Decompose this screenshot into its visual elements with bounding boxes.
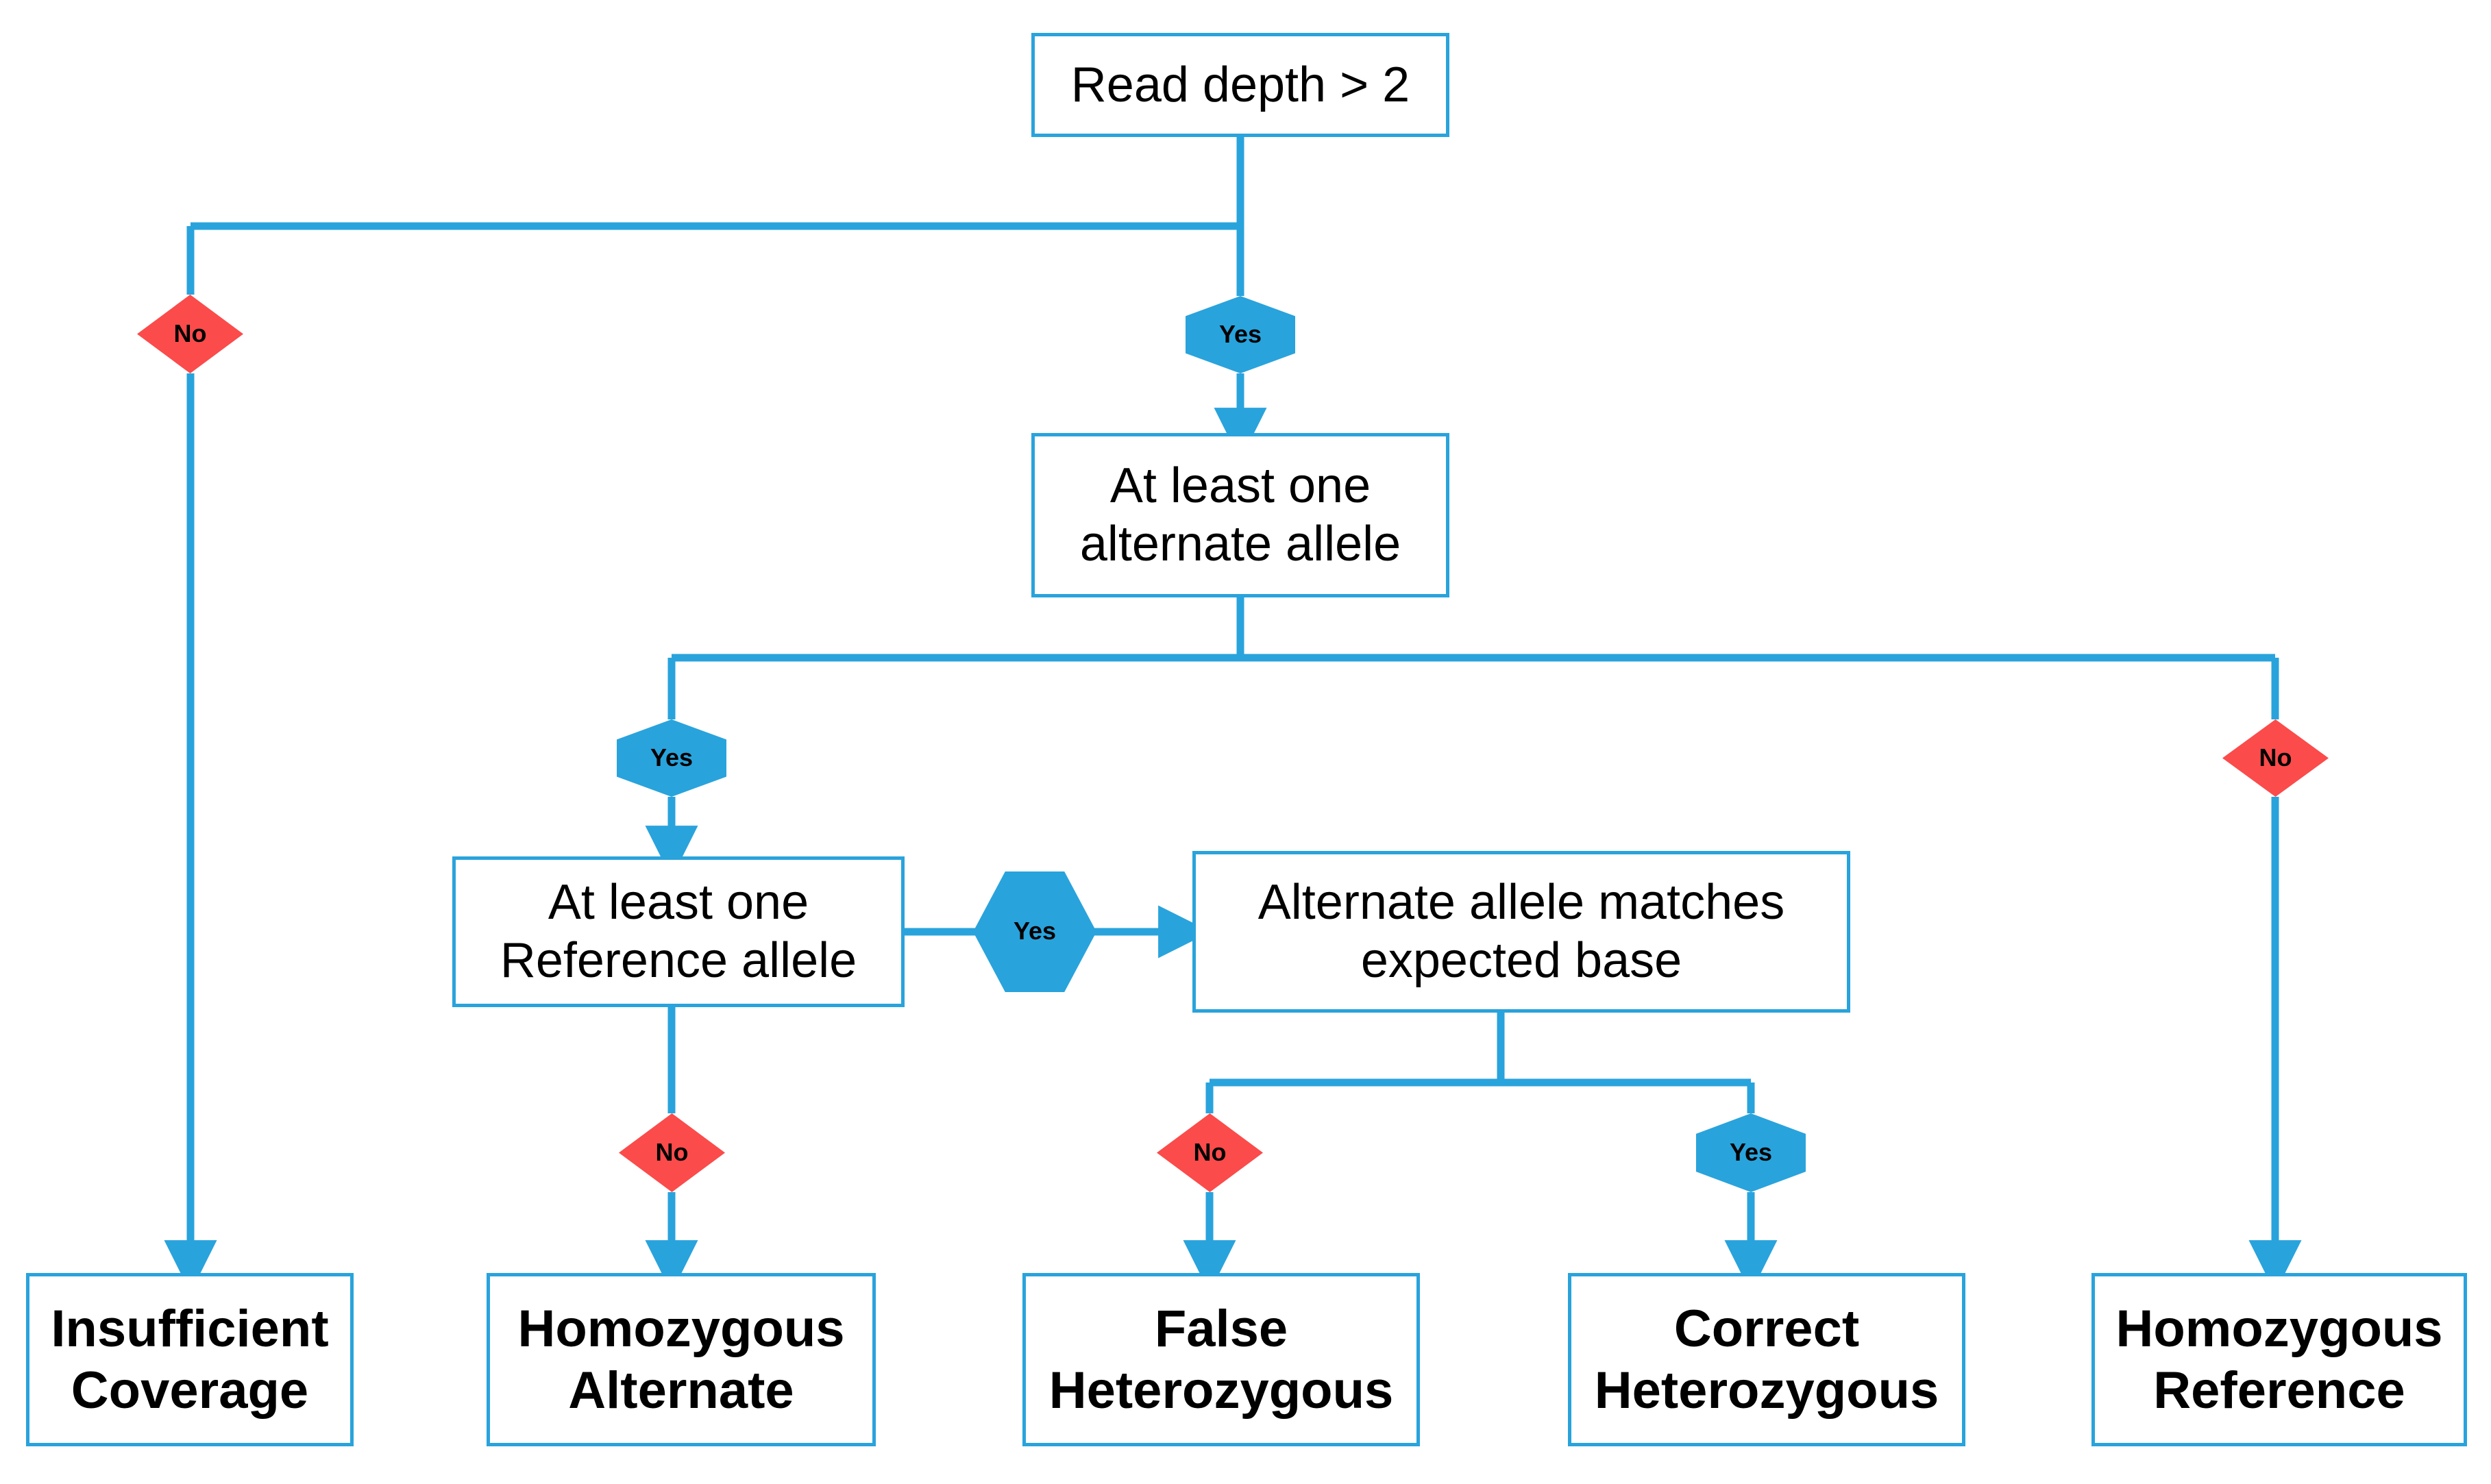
node-alternate-matches-expected[interactable]: Alternate allele matches expected base — [1192, 851, 1850, 1013]
node-homozygous-alternate-label: Homozygous Alternate — [490, 1298, 872, 1421]
node-alternate-allele[interactable]: At least one alternate allele — [1031, 433, 1449, 597]
node-insufficient-coverage-line2: Coverage — [71, 1361, 309, 1420]
marker-no-read-depth-label: No — [173, 319, 207, 347]
marker-yes-alternate-allele-label: Yes — [650, 743, 694, 771]
node-read-depth-label: Read depth > 2 — [1070, 57, 1410, 112]
node-false-heterozygous-line2: Heterozygous — [1048, 1361, 1394, 1420]
marker-yes-alternate-matches[interactable]: Yes — [1696, 1113, 1806, 1192]
marker-no-alternate-matches-label: No — [1193, 1137, 1227, 1166]
node-alternate-matches-line1: Alternate allele matches — [1257, 875, 1785, 930]
node-reference-allele-line2: Reference allele — [500, 933, 857, 988]
node-correct-heterozygous-line2: Heterozygous — [1594, 1361, 1939, 1420]
node-false-heterozygous-line1: False — [1154, 1299, 1288, 1358]
node-insufficient-coverage[interactable]: Insufficient Coverage — [26, 1273, 354, 1446]
node-alternate-allele-line2: alternate allele — [1079, 517, 1401, 571]
node-insufficient-coverage-line1: Insufficient — [51, 1299, 329, 1358]
node-alternate-allele-line1: At least one — [1109, 458, 1371, 514]
marker-no-reference-allele[interactable]: No — [619, 1113, 725, 1192]
node-homozygous-reference-label: Homozygous Reference — [2095, 1298, 2464, 1421]
node-correct-heterozygous-label: Correct Heterozygous — [1571, 1298, 1962, 1421]
marker-no-alternate-matches[interactable]: No — [1157, 1113, 1263, 1192]
node-homozygous-reference[interactable]: Homozygous Reference — [2091, 1273, 2467, 1446]
node-homozygous-alternate-line1: Homozygous — [517, 1299, 845, 1358]
marker-yes-alternate-allele[interactable]: Yes — [617, 719, 726, 797]
marker-yes-reference-allele-label: Yes — [1013, 917, 1057, 945]
node-alternate-matches-line2: expected base — [1360, 933, 1682, 988]
node-reference-allele[interactable]: At least one Reference allele — [452, 856, 905, 1007]
marker-yes-read-depth-label: Yes — [1218, 319, 1262, 348]
node-alternate-matches-expected-label: Alternate allele matches expected base — [1196, 874, 1847, 990]
node-read-depth[interactable]: Read depth > 2 — [1031, 33, 1449, 137]
node-homozygous-reference-line1: Homozygous — [2115, 1299, 2443, 1358]
marker-yes-read-depth[interactable]: Yes — [1186, 296, 1295, 373]
marker-yes-alternate-matches-label: Yes — [1729, 1137, 1773, 1166]
marker-yes-reference-allele[interactable]: Yes — [973, 871, 1096, 992]
node-reference-allele-line1: At least one — [548, 875, 809, 930]
node-correct-heterozygous-line1: Correct — [1673, 1299, 1860, 1358]
marker-no-alternate-allele-label: No — [2259, 743, 2292, 771]
node-insufficient-coverage-label: Insufficient Coverage — [29, 1298, 350, 1421]
node-homozygous-reference-line2: Reference — [2153, 1361, 2405, 1420]
node-false-heterozygous[interactable]: False Heterozygous — [1022, 1273, 1420, 1446]
node-homozygous-alternate-line2: Alternate — [568, 1361, 794, 1420]
node-correct-heterozygous[interactable]: Correct Heterozygous — [1568, 1273, 1965, 1446]
marker-no-read-depth[interactable]: No — [137, 295, 243, 373]
marker-no-reference-allele-label: No — [655, 1137, 689, 1166]
node-reference-allele-label: At least one Reference allele — [456, 874, 901, 990]
node-homozygous-alternate[interactable]: Homozygous Alternate — [487, 1273, 876, 1446]
node-false-heterozygous-label: False Heterozygous — [1026, 1298, 1416, 1421]
marker-no-alternate-allele[interactable]: No — [2222, 719, 2329, 797]
node-alternate-allele-label: At least one alternate allele — [1035, 457, 1446, 573]
